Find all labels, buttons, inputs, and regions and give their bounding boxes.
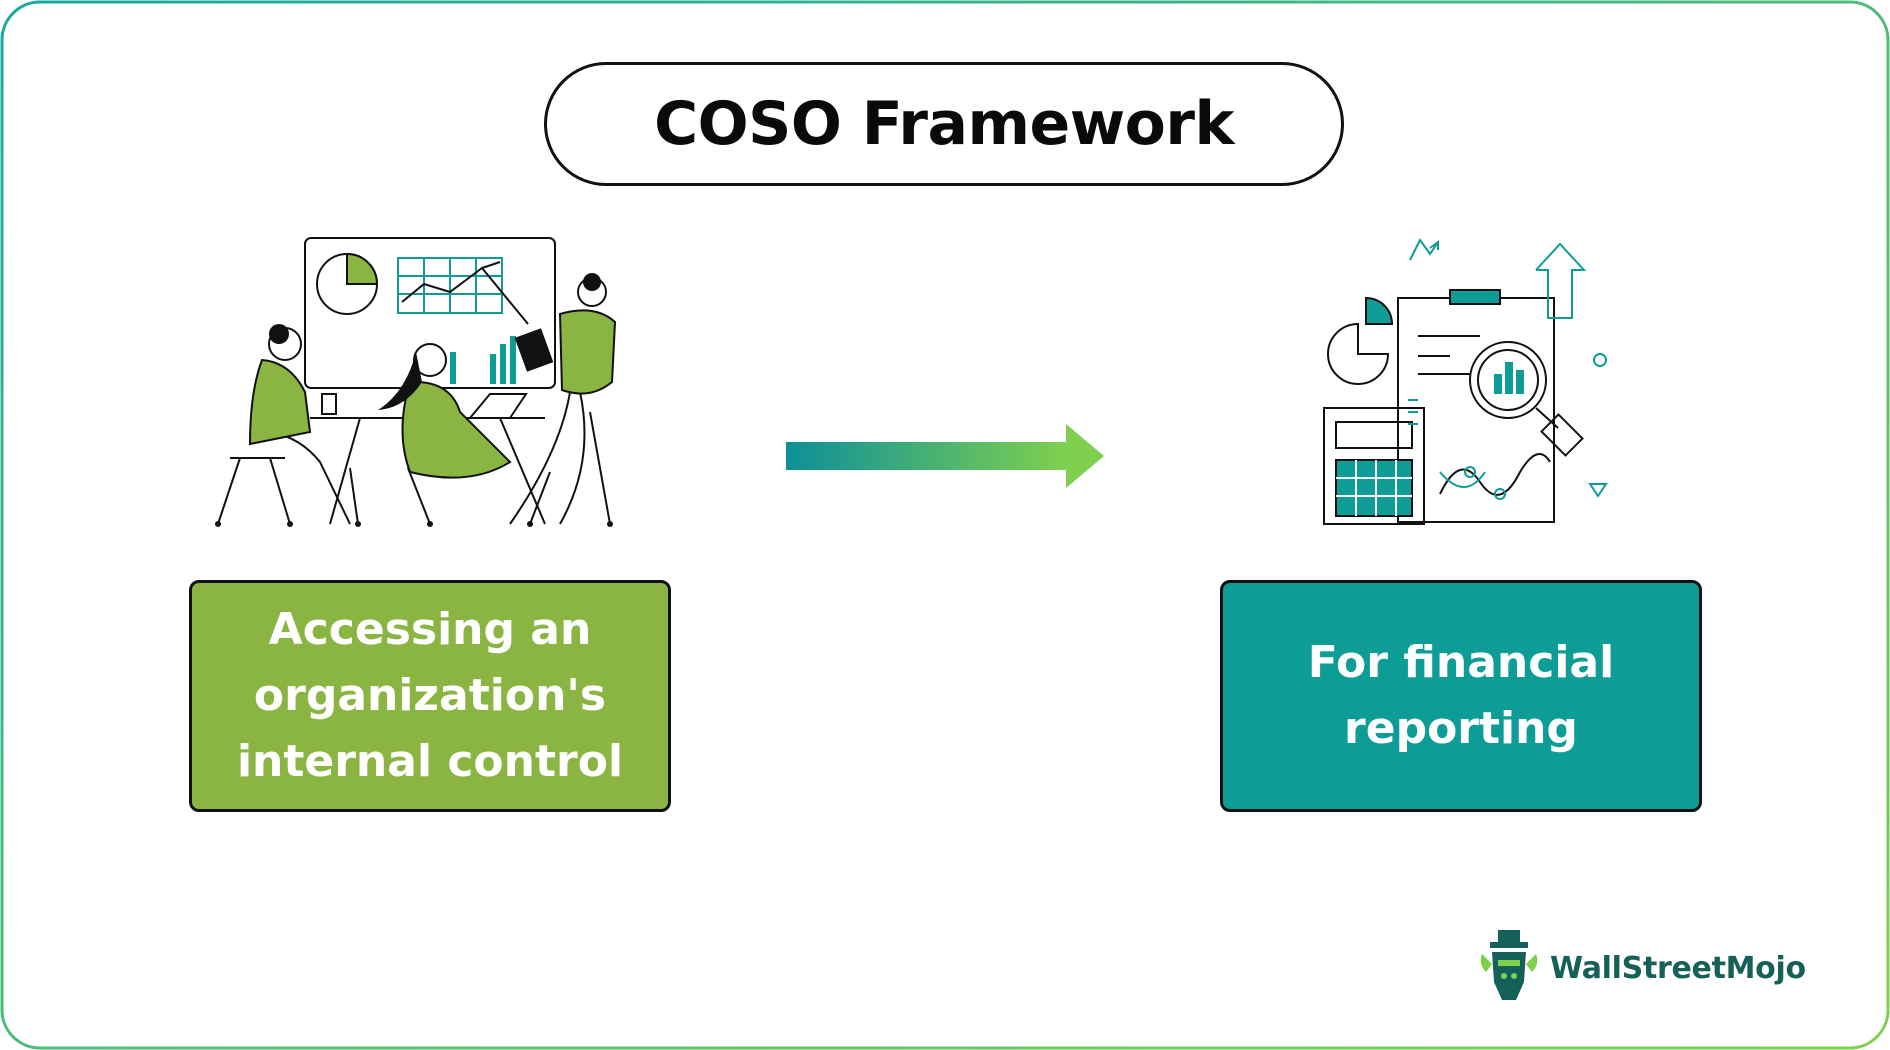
title-pill: COSO Framework (544, 62, 1344, 186)
financial-reporting-label: For financial reporting (1307, 637, 1615, 754)
diagram-title: COSO Framework (654, 89, 1234, 159)
internal-control-box: Accessing an organization's internal con… (189, 580, 671, 812)
financial-report-illustration-icon (1323, 238, 1608, 525)
wallstreetmojo-logo-icon (1480, 930, 1538, 1000)
brand-name: WallStreetMojo (1550, 950, 1806, 986)
financial-reporting-box: For financial reporting (1220, 580, 1702, 812)
internal-control-label: Accessing an organization's internal con… (236, 604, 624, 787)
team-meeting-illustration-icon (215, 237, 617, 527)
brand-logo: WallStreetMojo (1478, 930, 1806, 1006)
flow-arrow (786, 424, 1104, 488)
